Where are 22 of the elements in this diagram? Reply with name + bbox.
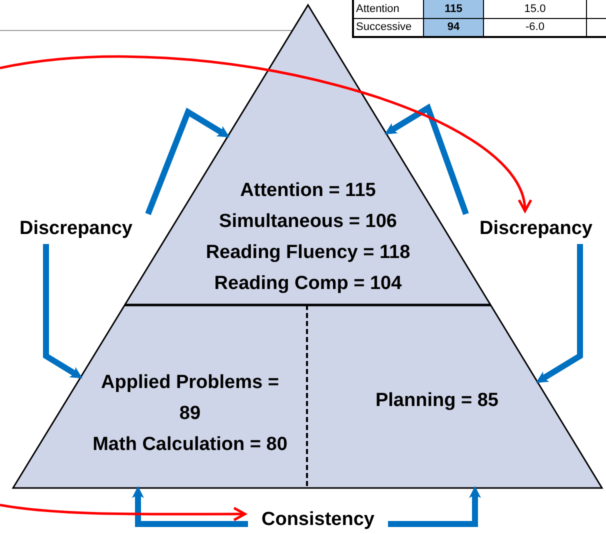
- arrow: [145, 108, 230, 216]
- score-text: Math Calculation = 80: [92, 433, 288, 457]
- score-text: Applied Problems = 89: [100, 371, 280, 426]
- arrow: [536, 244, 583, 383]
- score-text: Simultaneous = 106: [219, 210, 397, 234]
- score-text: Reading Fluency = 118: [206, 241, 410, 265]
- arrow: [384, 104, 469, 216]
- discrepancy-label: Consistency: [248, 506, 388, 534]
- arrow: [388, 486, 481, 527]
- table-cell: 115: [424, 0, 484, 18]
- score-text: Attention = 115: [240, 179, 376, 203]
- table-cell: -6.0: [484, 19, 587, 36]
- arrow: [43, 244, 83, 378]
- discrepancy-label: Discrepancy: [4, 214, 148, 244]
- table-cell: 15.0: [484, 0, 587, 18]
- discrepancy-label: Discrepancy: [466, 214, 606, 244]
- score-text: Planning = 85: [375, 389, 498, 413]
- score-text: Reading Comp = 104: [214, 272, 402, 296]
- arrow: [0, 504, 246, 522]
- arrow: [132, 486, 248, 527]
- arrow: [0, 55, 530, 212]
- table-cell: 94: [424, 19, 484, 36]
